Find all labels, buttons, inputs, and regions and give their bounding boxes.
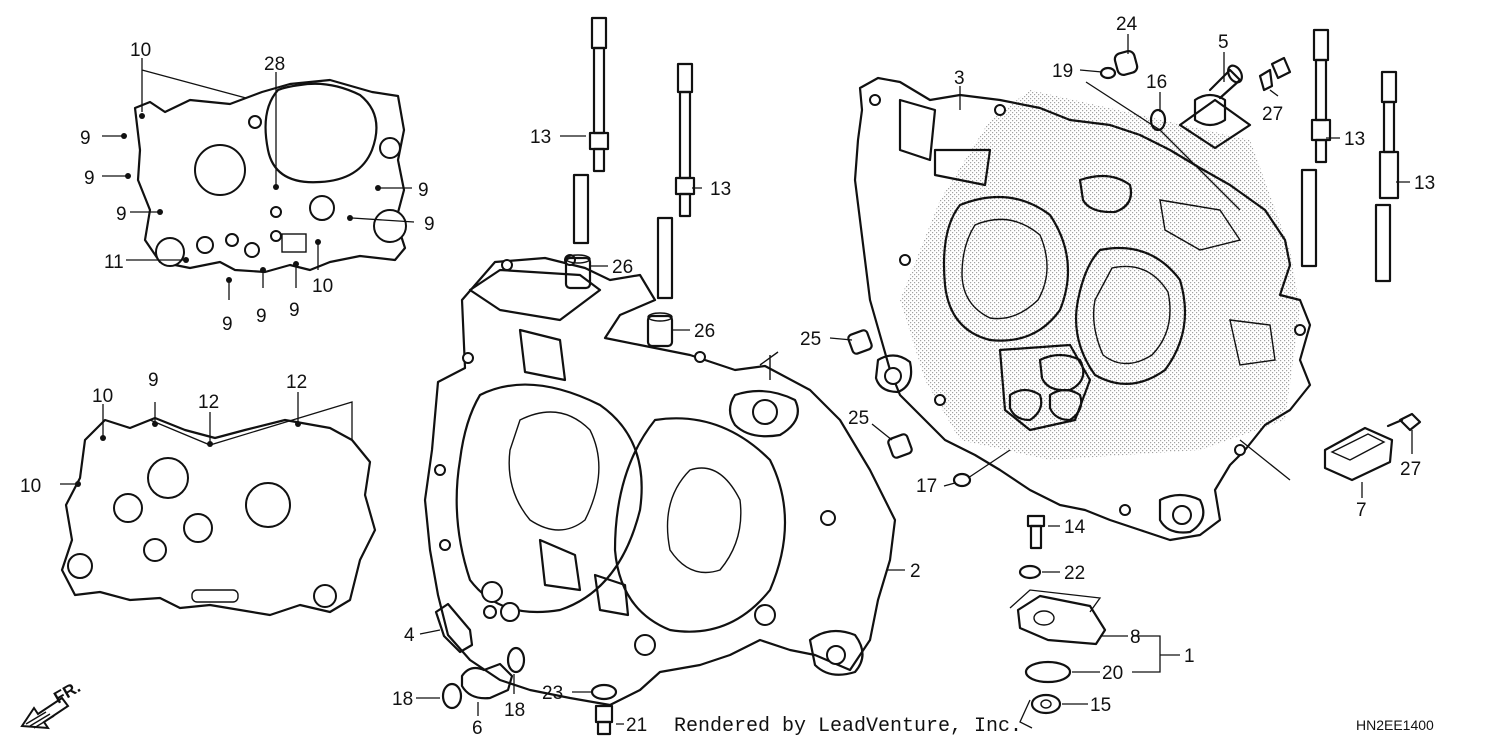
oring-19 [1099,66,1117,80]
callout-23: 23 [542,683,563,704]
stud-bolt-13-d [1374,70,1400,283]
gasket-upper-left [133,78,407,274]
callout-labels: 10 28 9 9 9 9 9 11 10 9 9 9 10 9 12 12 1… [20,14,1435,739]
diagram-code: HN2EE1400 [1356,717,1434,733]
callout-9: 9 [116,204,127,225]
callout-10: 10 [130,40,151,61]
oring-16 [1149,108,1167,132]
stud-bolt-13-a [572,16,610,245]
callout-17: 17 [916,476,937,497]
callout-26: 26 [612,257,633,278]
callout-3: 3 [954,68,965,89]
callout-19: 19 [1052,61,1073,82]
callout-14: 14 [1064,517,1086,538]
callout-10: 10 [312,276,333,297]
callout-7: 7 [1356,500,1367,521]
dowel-pin-26-b [646,312,674,348]
leader-lines [60,34,1413,729]
callout-8: 8 [1130,627,1141,648]
callout-16: 16 [1146,72,1167,93]
callout-5: 5 [1218,32,1229,53]
dowel-pin-25-b [887,433,913,459]
cover-8 [1016,594,1107,646]
stud-bolt-13-c [1300,28,1332,268]
washer-15 [1030,693,1062,715]
crankcase-right-half [853,76,1312,542]
dowel-pin-25-a [847,329,873,355]
dowel-24 [1113,50,1139,76]
callout-9: 9 [418,180,429,201]
crankcase-left-half [423,254,897,707]
credit-text: Rendered by LeadVenture, Inc. [674,715,1022,738]
callout-13: 13 [1414,173,1435,194]
callout-21: 21 [626,715,647,736]
callout-9: 9 [424,214,435,235]
callout-9: 9 [80,128,91,149]
washer-23 [590,683,618,701]
washer-22 [1018,564,1042,580]
stud-bolt-13-b [656,62,696,300]
callout-27: 27 [1400,459,1421,480]
callout-18: 18 [504,700,525,721]
bolt-27-b [1386,412,1422,432]
callout-12: 12 [286,372,307,393]
callout-6: 6 [472,718,483,739]
callout-18: 18 [392,689,413,710]
callout-13: 13 [1344,129,1365,150]
callout-9: 9 [256,306,267,327]
callout-13: 13 [530,127,551,148]
oring-20 [1024,660,1072,684]
plate-7 [1323,426,1394,482]
bolt-14 [1026,514,1046,550]
oring-18-b [506,646,526,674]
callout-24: 24 [1116,14,1138,35]
callout-27: 27 [1262,104,1283,125]
plug-6 [460,662,514,700]
bolt-21 [594,704,614,736]
callout-1: 1 [1184,646,1195,667]
callout-9: 9 [84,168,95,189]
callout-9: 9 [148,370,159,391]
callout-13: 13 [710,179,731,200]
oring-17 [952,472,972,488]
callout-dots [75,113,381,487]
callout-20: 20 [1102,663,1123,684]
callout-28: 28 [264,54,285,75]
gasket-4 [434,602,474,654]
callout-2: 2 [910,561,921,582]
oring-18-a [441,682,463,710]
dowel-pin-26-a [564,254,592,290]
callout-10: 10 [20,476,41,497]
callout-22: 22 [1064,563,1085,584]
callout-9: 9 [222,314,233,335]
bolt-27-a [1258,56,1292,92]
front-direction-arrow: FR. [20,677,84,730]
gasket-lower-left [60,416,377,617]
breather-joint-5 [1178,64,1252,150]
callout-11: 11 [104,252,124,273]
callout-25: 25 [800,329,821,350]
callout-4: 4 [404,625,415,646]
callout-10: 10 [92,386,113,407]
callout-26: 26 [694,321,715,342]
callout-12: 12 [198,392,219,413]
callout-9: 9 [289,300,300,321]
callout-15: 15 [1090,695,1111,716]
callout-25: 25 [848,408,869,429]
